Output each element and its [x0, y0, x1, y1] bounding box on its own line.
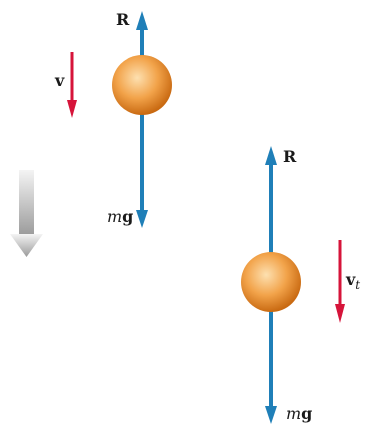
left-velocity-label: v [54, 71, 65, 90]
left-upward-force-label: R [116, 10, 130, 29]
left-ball [112, 55, 172, 115]
right-ball-group: R mg vt [241, 146, 360, 424]
right-velocity-arrow [335, 240, 345, 323]
right-weight-label: mg [286, 404, 312, 423]
left-ball-group: R mg v [54, 10, 172, 228]
right-ball [241, 252, 301, 312]
right-upward-force-label: R [283, 147, 297, 166]
right-velocity-label: vt [345, 270, 360, 292]
down-arrow-icon [10, 170, 43, 257]
left-velocity-arrow [67, 52, 77, 118]
left-weight-label: mg [107, 207, 133, 226]
